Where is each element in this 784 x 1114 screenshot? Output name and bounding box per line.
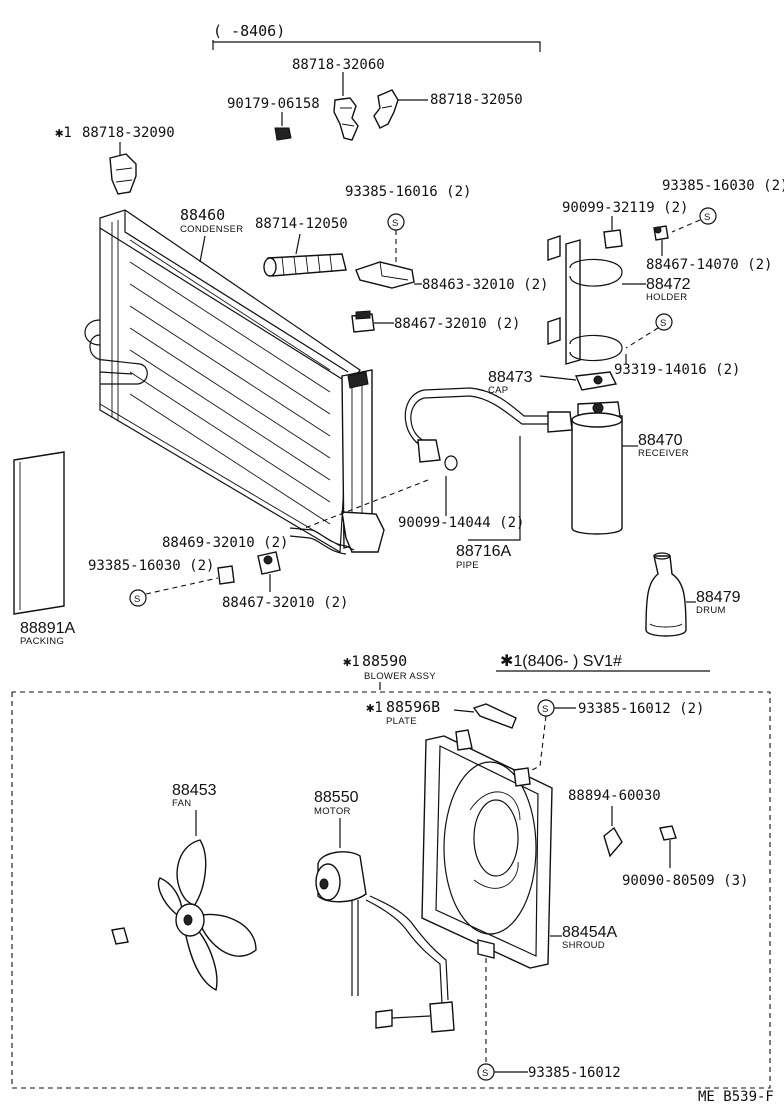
label-88714-12050: 88714-12050 (255, 216, 348, 232)
dash-guide (299, 479, 429, 531)
label-88550: 88550 (314, 789, 359, 806)
screw-93385-16012-top: S 93385-16012 (2) (527, 699, 704, 773)
screw-93385-16030-top: 93385-16030 (2) S (662, 178, 784, 233)
label-drum: DRUM (696, 605, 726, 616)
bracket-88463-32010: 88463-32010 (2) (355, 261, 548, 293)
cap-88473: 88473 CAP (488, 369, 618, 396)
label-88894-60030: 88894-60030 (568, 788, 661, 804)
label-93385-16030-bot: 93385-16030 (2) (88, 558, 214, 574)
label-88469-32010: 88469-32010 (2) (162, 535, 288, 551)
holder-88472: 88472 HOLDER (547, 235, 691, 365)
s-mark: S (134, 594, 141, 605)
nut-fan (111, 927, 129, 945)
s-mark: S (392, 218, 399, 229)
label-93385-16012-bot: 93385-16012 (528, 1065, 621, 1081)
screw-93319-14016: S 93319-14016 (2) (614, 313, 740, 378)
nut-90179-06158: 90179-06158 (227, 96, 320, 141)
condenser-88460: 88460 CONDENSER (84, 206, 385, 555)
label-plate: PLATE (386, 716, 417, 727)
label-88596B: 88596B (386, 698, 440, 716)
bracket-88718-32050: 88718-32050 (373, 89, 523, 129)
label-88470: 88470 (638, 432, 683, 449)
label-90099-14044: 90099-14044 (2) (398, 515, 524, 531)
label-blower-assy: BLOWER ASSY (364, 671, 436, 682)
clamp-88718-32090: ✱1 88718-32090 (55, 125, 175, 195)
receiver-88470: 88470 RECEIVER (571, 401, 689, 535)
cushion-88467-32010-top: 88467-32010 (2) (351, 310, 520, 333)
label-90090-80509: 90090-80509 (3) (622, 873, 748, 889)
s-mark: S (704, 212, 711, 223)
bracket-label: ( -8406) (213, 22, 285, 40)
clip-88894-60030: 88894-60030 (568, 788, 661, 858)
label-88891A: 88891A (20, 620, 75, 637)
cushion-88467-32010-bot: 88467-32010 (2) (222, 551, 348, 611)
screw-93385-16012-bot: S 93385-16012 (477, 958, 621, 1081)
screw-93385-16016: 93385-16016 (2) S (345, 184, 471, 270)
s-mark: S (542, 704, 549, 715)
label-88718-32050: 88718-32050 (430, 92, 523, 108)
blower-assy-header: ✱1 88590 BLOWER ASSY ✱1(8406- ) SV1# (11, 652, 771, 1089)
drum-88479: 88479 DRUM (645, 552, 741, 637)
label-cap: CAP (488, 385, 508, 396)
packing-88891A: 88891A PACKING (13, 451, 75, 647)
label-93385-16030-top: 93385-16030 (2) (662, 178, 784, 194)
nut-90099-32119: 90099-32119 (2) (562, 200, 688, 249)
bolt-90090-80509: 90090-80509 (3) (622, 825, 748, 889)
label-90179-06158: 90179-06158 (227, 96, 320, 112)
hose-88714-12050: 88714-12050 (255, 216, 348, 277)
label-88454A: 88454A (562, 924, 617, 941)
label-88479: 88479 (696, 589, 741, 606)
bracket-88718-32060: 88718-32060 (292, 57, 385, 141)
label-88467-32010-bot: 88467-32010 (2) (222, 595, 348, 611)
shroud-88454A: 88454A SHROUD (421, 729, 617, 969)
cushion-88467-14070: 88467-14070 (2) (646, 225, 772, 273)
fan-88453: 88453 FAN (157, 782, 257, 992)
label-88453: 88453 (172, 782, 217, 799)
pipe-88716A: 88716A PIPE (404, 387, 573, 571)
oring-90099-14044: 90099-14044 (2) (398, 455, 524, 531)
label-receiver: RECEIVER (638, 448, 689, 459)
label-fan: FAN (172, 798, 191, 809)
reference-code: ME B539-F (698, 1089, 774, 1105)
label-93385-16016: 93385-16016 (2) (345, 184, 471, 200)
s-mark: S (482, 1068, 489, 1079)
label-88716A: 88716A (456, 543, 511, 560)
star-mark-a: ✱1 (55, 125, 72, 141)
date-range-bracket: ( -8406) (212, 22, 541, 52)
screw-93385-16030-bot: 93385-16030 (2) S (88, 558, 219, 607)
label-88463-32010: 88463-32010 (2) (422, 277, 548, 293)
label-pipe: PIPE (456, 560, 479, 571)
star-mark-b: ✱1 (343, 654, 360, 670)
motor-88550: 88550 MOTOR (314, 789, 455, 1033)
label-condenser: CONDENSER (180, 224, 243, 235)
label-88460: 88460 (180, 206, 225, 224)
star-mark-c: ✱1 (366, 700, 383, 716)
label-88467-14070: 88467-14070 (2) (646, 257, 772, 273)
label-88590: 88590 (362, 652, 407, 670)
label-88473: 88473 (488, 369, 533, 386)
label-90099-32119: 90099-32119 (2) (562, 200, 688, 216)
label-93385-16012-top: 93385-16012 (2) (578, 701, 704, 717)
range-note: ✱1(8406- ) SV1# (500, 653, 622, 670)
label-88472: 88472 (646, 276, 691, 293)
plate-88596B: ✱1 88596B PLATE (366, 698, 517, 729)
label-88467-32010-top: 88467-32010 (2) (394, 316, 520, 332)
label-88718-32060: 88718-32060 (292, 57, 385, 73)
label-88718-32090: 88718-32090 (82, 125, 175, 141)
s-mark: S (660, 318, 667, 329)
label-motor: MOTOR (314, 806, 351, 817)
label-packing: PACKING (20, 636, 64, 647)
sleeve-88469-32010: 88469-32010 (2) (162, 535, 288, 585)
label-holder: HOLDER (646, 292, 687, 303)
label-shroud: SHROUD (562, 940, 605, 951)
label-93319-14016: 93319-14016 (2) (614, 362, 740, 378)
